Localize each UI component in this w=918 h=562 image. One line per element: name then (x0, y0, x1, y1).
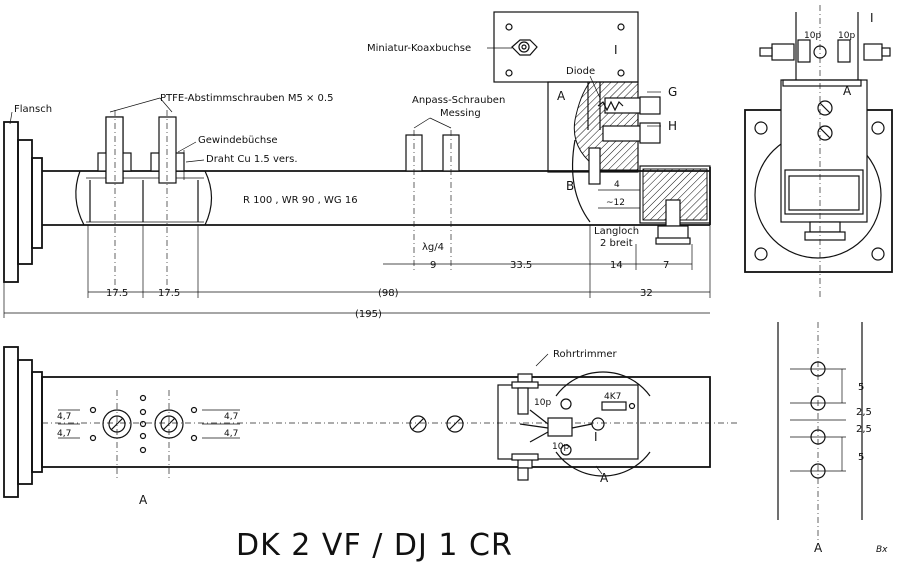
label-a-top-right: A (600, 471, 609, 485)
label-a-top-left: A (139, 493, 148, 507)
waveguide-top (41, 376, 711, 468)
label-gewinde: Gewindebüchse (198, 135, 278, 146)
label-anpass-1: Anpass-Schrauben (412, 95, 505, 106)
dim-12: ~12 (606, 198, 625, 208)
label-diode: Diode (566, 66, 595, 77)
label-rohrtrimmer: Rohrtrimmer (553, 349, 618, 360)
label-koax: Miniatur-Koaxbuchse (367, 43, 471, 54)
label-a-side: A (557, 89, 566, 103)
label-b: B (566, 179, 574, 193)
side-view (3, 5, 893, 300)
label-langloch-1: Langloch (594, 226, 639, 237)
dim-4-7-d: 4,7 (224, 429, 238, 439)
top-view (3, 322, 863, 540)
dim-14: 14 (610, 260, 623, 271)
label-g: G (668, 85, 677, 99)
dim-17-5-a: 17.5 (106, 288, 128, 299)
label-a-section: A (814, 541, 823, 555)
flange (3, 121, 19, 283)
label-lambda: λg/4 (422, 242, 444, 253)
coax-socket (511, 39, 538, 56)
dim-4-7-b: 4,7 (57, 429, 71, 439)
signature: Bx (876, 545, 888, 555)
label-anpass-2: Messing (440, 108, 481, 119)
drawing-title: DK 2 VF / DJ 1 CR (236, 528, 513, 562)
side-view-dimensions (3, 47, 711, 318)
label-10p-end-1: 10p (804, 31, 821, 41)
dim-2-5-b: 2,5 (856, 424, 872, 435)
label-h: H (668, 119, 677, 133)
circuit-board (497, 384, 639, 460)
label-draht: Draht Cu 1.5 vers. (206, 154, 298, 165)
dim-2-5-a: 2,5 (856, 407, 872, 418)
label-i-top: I (594, 430, 598, 444)
dim-17-5-b: 17.5 (158, 288, 180, 299)
label-10p-end-2: 10p (838, 31, 855, 41)
dim-4: 4 (614, 180, 620, 190)
dim-5-a: 5 (858, 382, 864, 393)
label-ptfe: PTFE-Abstimmschrauben M5 × 0.5 (160, 93, 333, 104)
label-langloch-2: 2 breit (600, 238, 633, 249)
label-i-housing: I (614, 43, 618, 57)
diode (588, 147, 601, 185)
dim-33-5: 33.5 (510, 260, 532, 271)
dim-195: (195) (355, 309, 382, 320)
dim-32: 32 (640, 288, 653, 299)
dim-98: (98) (378, 288, 399, 299)
label-a-end: A (843, 84, 852, 98)
dim-7: 7 (663, 260, 669, 271)
label-rtype: R 100 , WR 90 , WG 16 (243, 195, 358, 206)
label-10p-top-1: 10p (534, 398, 551, 408)
label-4k7: 4K7 (604, 392, 621, 402)
label-flansch: Flansch (14, 104, 52, 115)
dim-5-b: 5 (858, 452, 864, 463)
dim-4-7-c: 4,7 (224, 412, 238, 422)
label-10p-top-2: 10p (552, 442, 569, 452)
dim-9: 9 (430, 260, 436, 271)
dim-4-7-a: 4,7 (57, 412, 71, 422)
label-i-end: I (870, 11, 874, 25)
